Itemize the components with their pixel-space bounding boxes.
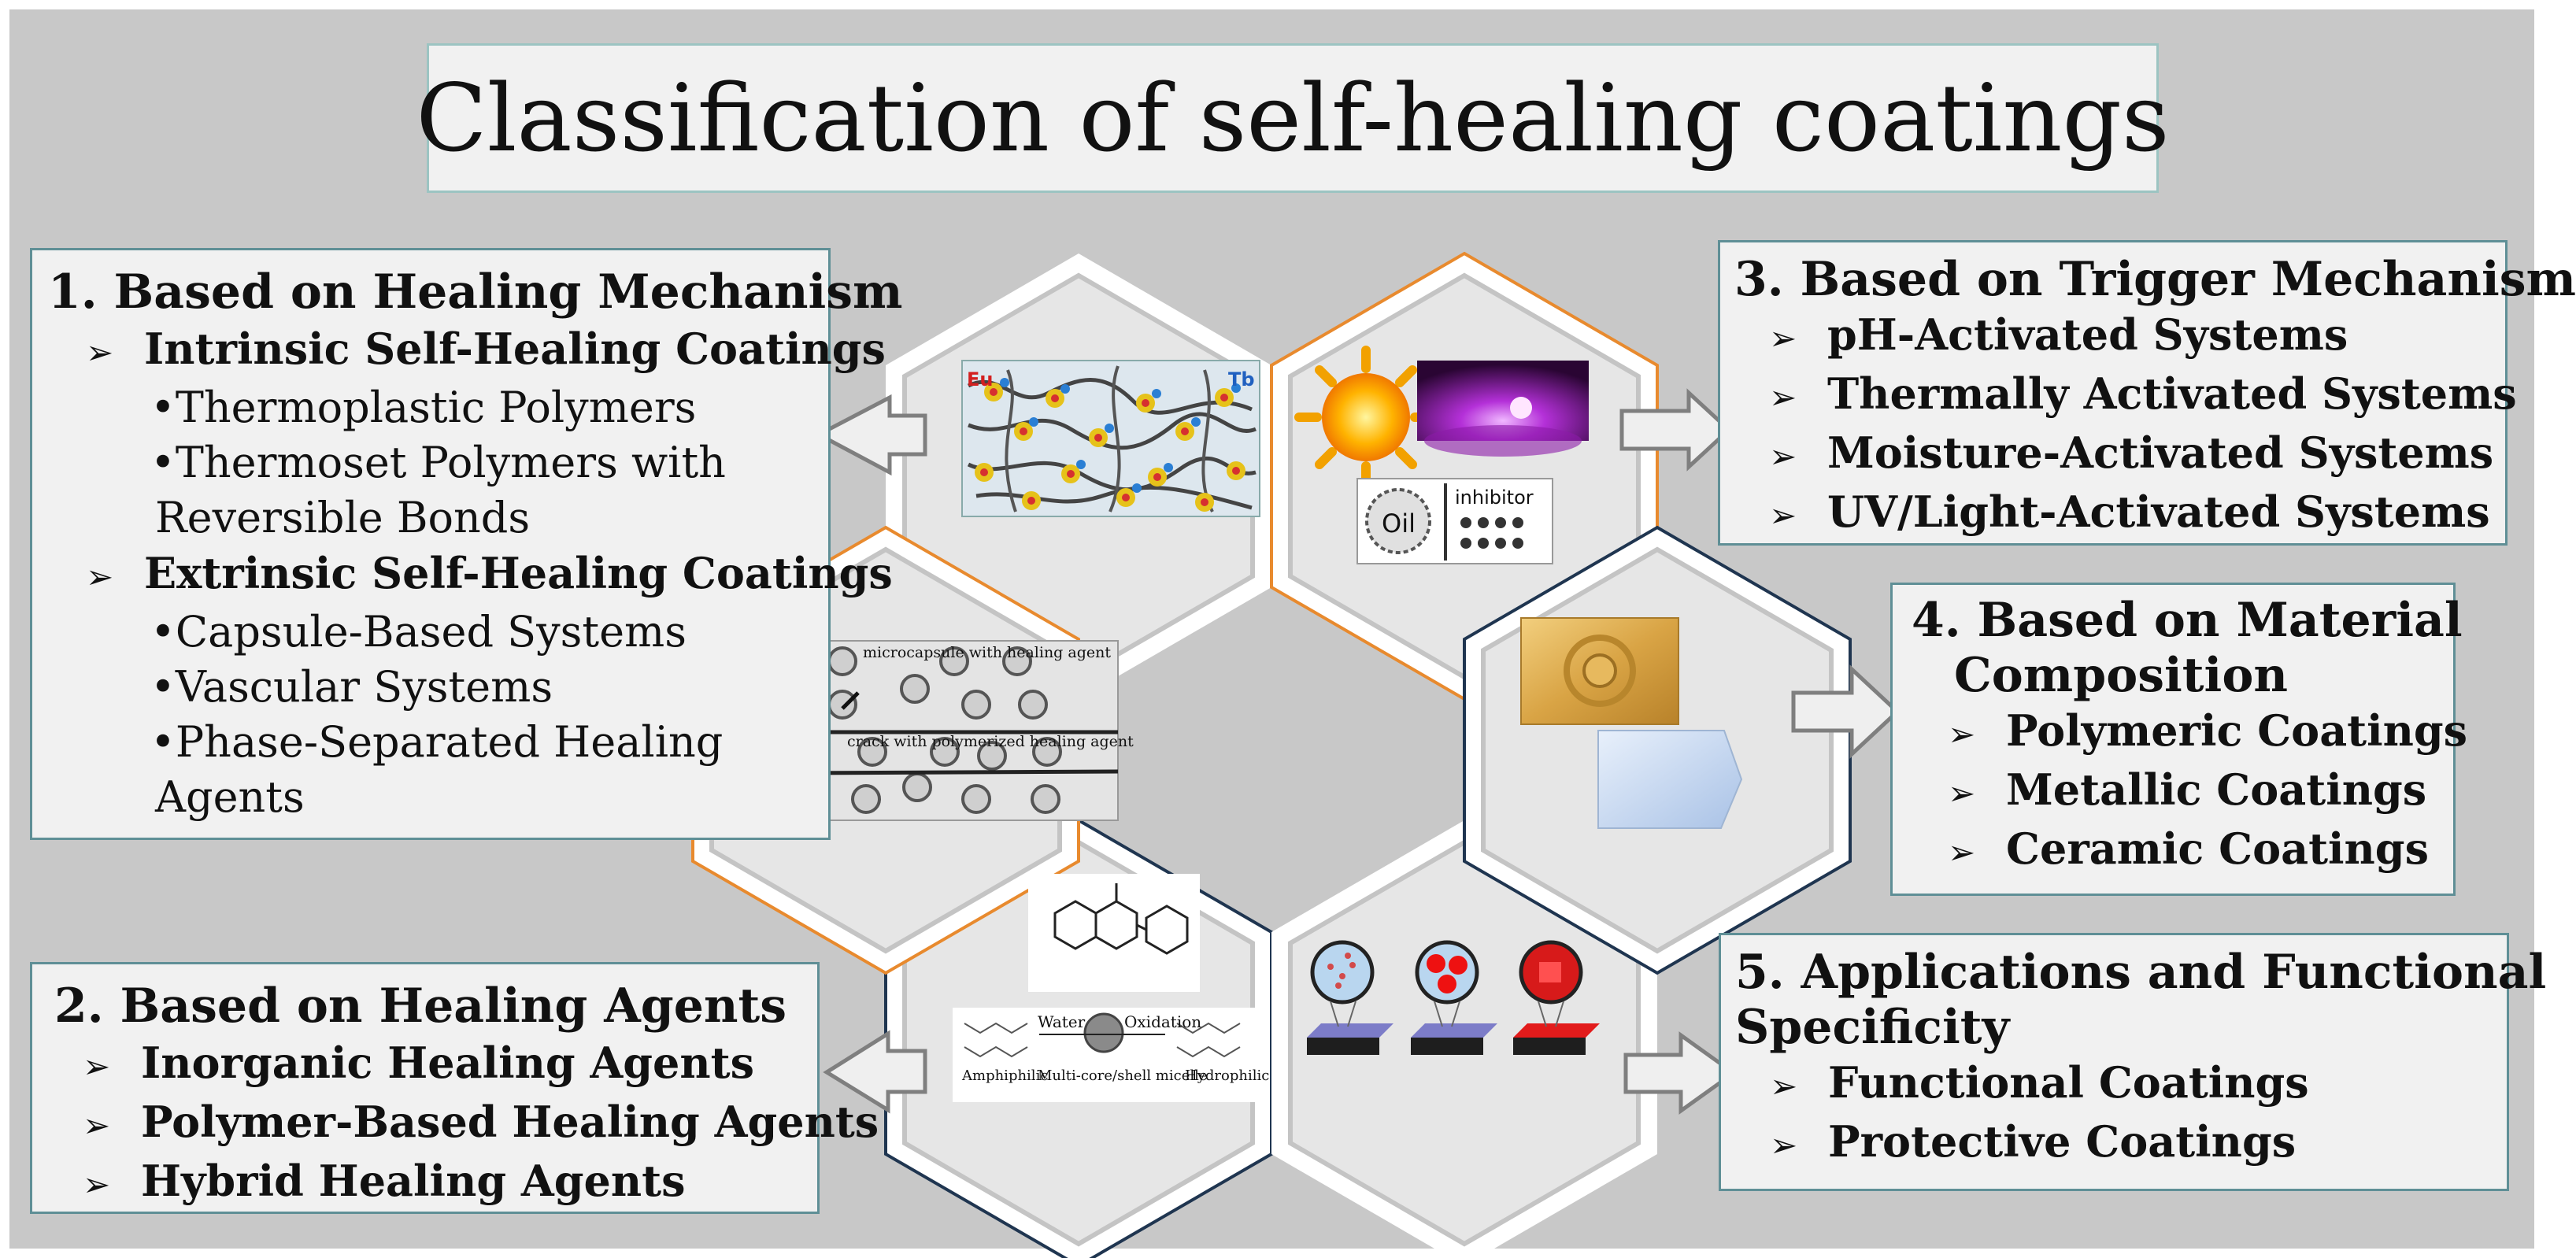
extrinsic-sub-3: •Phase-Separated Healing — [150, 717, 724, 767]
arrow-bullet-icon: ➢ — [1770, 1126, 1798, 1164]
trigger-figure: Oil inhibitor — [1294, 346, 1589, 564]
arrow-to-healing-agents — [823, 1030, 927, 1114]
hydrophilic-label: Hydrophilic — [1185, 1067, 1269, 1084]
arrow-bullet-icon: ➢ — [1769, 437, 1797, 475]
healing-agent-item: ➢Hybrid Healing Agents — [54, 1153, 817, 1212]
microcapsule-figure: microcapsule with healing agent crack wi… — [794, 640, 1134, 821]
intrinsic-label: Intrinsic Self-Healing Coatings — [144, 324, 886, 374]
material-composition-panel: 4. Based on Material Composition ➢Polyme… — [1890, 583, 2467, 896]
inhibitor-label: inhibitor — [1455, 487, 1534, 509]
applications-panel: 5. Applications and Functional Specifici… — [1719, 933, 2547, 1191]
extrinsic-item: ➢ Extrinsic Self-Healing Coatings — [48, 546, 893, 605]
extrinsic-sub-1: •Capsule-Based Systems — [150, 607, 687, 657]
oxidation-label: Oxidation — [1124, 1012, 1201, 1031]
micelle-label: Multi-core/shell micelle — [1038, 1067, 1208, 1084]
arrow-bullet-icon: ➢ — [1769, 319, 1797, 357]
arrow-to-material-composition — [1791, 664, 1901, 759]
healing-agent-item: ➢Inorganic Healing Agents — [54, 1035, 817, 1094]
material-item: ➢Metallic Coatings — [1912, 762, 2453, 821]
applications-heading-2: Specificity — [1735, 1000, 2010, 1055]
amphiphilic-label: Amphiphilic — [961, 1067, 1048, 1084]
material-composition-heading-1: 4. Based on Material — [1912, 593, 2463, 648]
trigger-item: ➢pH-Activated Systems — [1734, 307, 2505, 366]
crack-label: crack with polymerized healing agent — [847, 733, 1134, 750]
arrow-bullet-icon: ➢ — [83, 1165, 111, 1204]
material-item: ➢Polymeric Coatings — [1912, 703, 2467, 762]
application-item: ➢Functional Coatings — [1735, 1055, 2507, 1114]
oil-label: Oil — [1382, 509, 1416, 538]
intrinsic-item: ➢ Intrinsic Self-Healing Coatings — [48, 321, 886, 380]
intrinsic-sub-2: •Thermoset Polymers with — [150, 438, 726, 487]
trigger-item: ➢Thermally Activated Systems — [1734, 366, 2517, 425]
arrow-to-healing-mechanism-upper — [814, 394, 927, 476]
applications-heading-1: 5. Applications and Functional — [1735, 945, 2547, 1000]
application-item: ➢Protective Coatings — [1735, 1114, 2507, 1173]
arrow-bullet-icon: ➢ — [1948, 715, 1976, 753]
coating-spheres-figure — [1307, 940, 1600, 1055]
arrow-bullet-icon: ➢ — [1948, 774, 1976, 812]
uv-lamp-icon — [1417, 361, 1589, 457]
intrinsic-sub-1: •Thermoplastic Polymers — [150, 383, 697, 432]
eu-label: Eu — [967, 368, 993, 390]
diagram-title: Classification of self-healing coatings — [416, 43, 2170, 193]
arrow-to-trigger-mechanism — [1619, 388, 1732, 472]
healing-mechanism-panel: 1. Based on Healing Mechanism ➢ Intrinsic… — [30, 248, 903, 840]
trigger-item: ➢Moisture-Activated Systems — [1734, 425, 2505, 484]
polymer-network-figure: Eu Tb — [961, 360, 1260, 517]
intrinsic-sub-3: Reversible Bonds — [155, 493, 531, 542]
extrinsic-sub-2: •Vascular Systems — [150, 662, 553, 712]
sun-icon — [1294, 346, 1438, 488]
trigger-item: ➢UV/Light-Activated Systems — [1734, 484, 2505, 543]
arrow-bullet-icon: ➢ — [83, 1106, 111, 1145]
trigger-mechanism-heading: 3. Based on Trigger Mechanism — [1734, 252, 2576, 307]
arrow-bullet-icon: ➢ — [86, 333, 114, 372]
material-item: ➢Ceramic Coatings — [1912, 821, 2453, 880]
material-figure — [1520, 617, 1743, 829]
molecule-figure: Water Oxidation Amphiphilic Multi-core/s… — [953, 874, 1269, 1102]
extrinsic-label: Extrinsic Self-Healing Coatings — [144, 548, 893, 598]
water-label: Water — [1038, 1012, 1086, 1031]
healing-agents-heading: 2. Based on Healing Agents — [54, 979, 787, 1034]
arrow-bullet-icon: ➢ — [1769, 496, 1797, 535]
arrow-to-applications — [1623, 1031, 1738, 1115]
arrow-bullet-icon: ➢ — [1769, 378, 1797, 416]
healing-mechanism-heading: 1. Based on Healing Mechanism — [48, 265, 903, 320]
healing-agent-item: ➢Polymer-Based Healing Agents — [54, 1094, 879, 1153]
extrinsic-sub-4: Agents — [155, 772, 305, 822]
tb-label: Tb — [1228, 368, 1255, 390]
arrow-bullet-icon: ➢ — [86, 557, 114, 596]
oil-capsule-icon: Oil inhibitor — [1356, 478, 1553, 564]
material-composition-heading-2: Composition — [1954, 648, 2288, 703]
arrow-bullet-icon: ➢ — [1948, 833, 1976, 871]
healing-agents-panel: 2. Based on Healing Agents ➢Inorganic He… — [30, 962, 879, 1214]
trigger-mechanism-panel: 3. Based on Trigger Mechanism ➢pH-Activa… — [1718, 240, 2576, 546]
arrow-bullet-icon: ➢ — [83, 1047, 111, 1086]
microcapsule-label: microcapsule with healing agent — [863, 644, 1111, 661]
arrow-bullet-icon: ➢ — [1770, 1067, 1798, 1105]
